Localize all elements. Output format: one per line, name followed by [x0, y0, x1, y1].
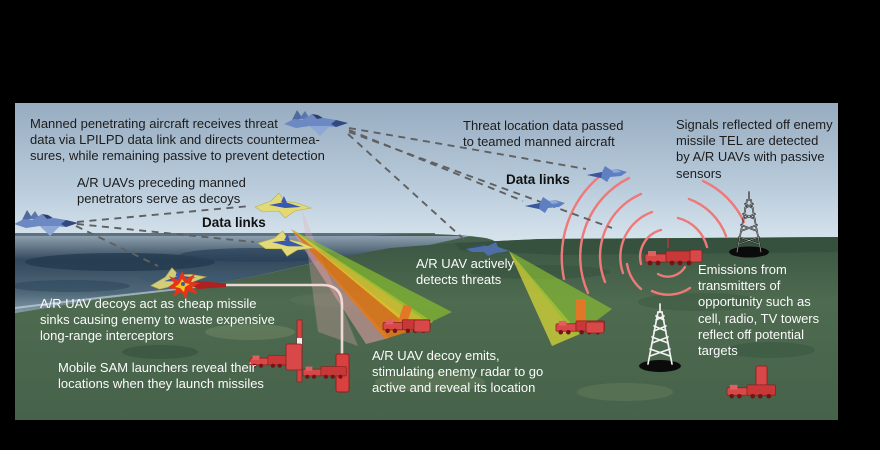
tel-vehicle-icon — [644, 238, 703, 266]
sam-launcher-icon — [302, 353, 350, 393]
data-links-label-right: Data links — [506, 172, 570, 187]
callout-uav-decoy-emits: A/R UAV decoy emits, stimulating enemy r… — [372, 348, 544, 396]
missile-trail — [226, 283, 344, 358]
callout-decoy-missile-sinks: A/R UAV decoys act as cheap missile sink… — [40, 296, 275, 344]
radio-tower-icon — [639, 303, 681, 372]
radar-beam — [291, 210, 452, 346]
callout-emissions-towers: Emissions from transmitters of opportuni… — [698, 262, 820, 359]
radar-vehicle-icon — [382, 304, 431, 334]
explosion-icon — [167, 271, 200, 299]
emission-arcs — [560, 174, 746, 296]
tel-vehicle-icon — [555, 299, 605, 336]
tel-vehicle-icon — [726, 365, 776, 400]
radio-tower-icon — [729, 191, 769, 258]
sam-launcher-icon — [249, 319, 303, 383]
surveillance-uav-icon — [466, 242, 510, 256]
data-link-dashed-line — [75, 127, 613, 267]
callout-threat-location: Threat location data passed to teamed ma… — [463, 118, 624, 150]
callout-uav-actively-detects: A/R UAV actively detects threats — [416, 256, 515, 288]
callout-uav-decoys-preceding: A/R UAVs preceding manned penetrators se… — [77, 175, 246, 207]
callout-manned-penetrating: Manned penetrating aircraft receives thr… — [30, 116, 325, 164]
callout-signals-reflected: Signals reflected off enemy missile TEL … — [676, 117, 833, 181]
data-links-label-left: Data links — [202, 215, 266, 230]
callout-mobile-sam: Mobile SAM launchers reveal their locati… — [58, 360, 264, 392]
destroyed-decoy-uav-icon — [147, 261, 209, 299]
